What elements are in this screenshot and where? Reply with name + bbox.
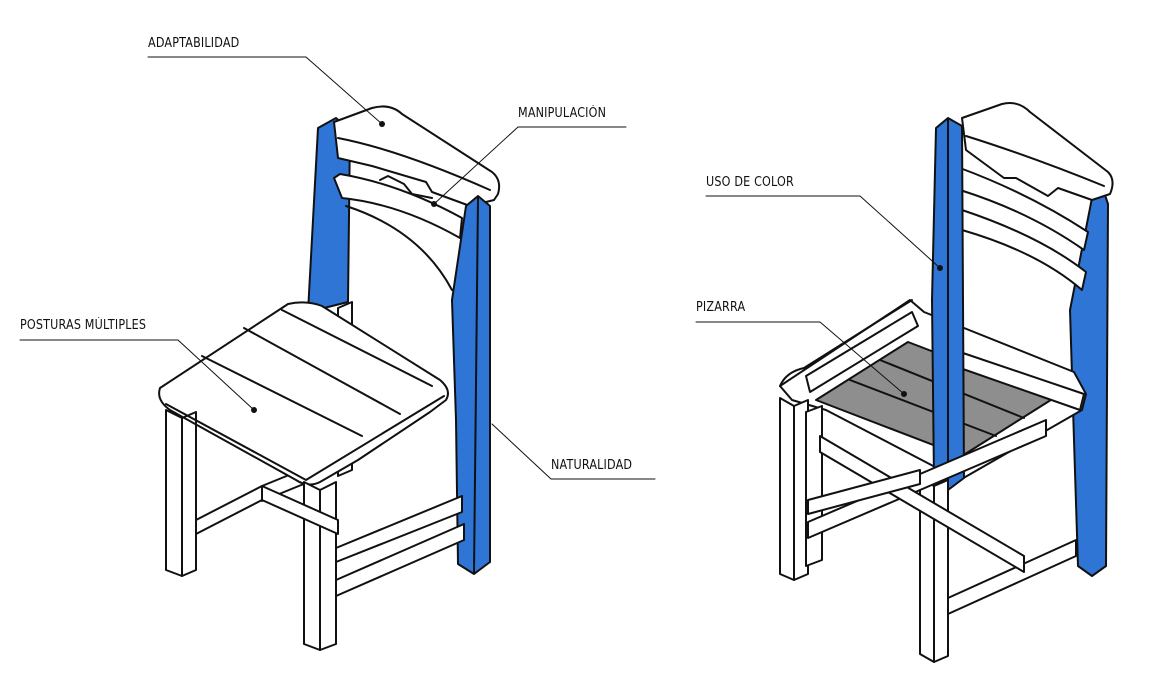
right-chair-top-rail <box>961 102 1114 201</box>
right-chair-lower-stretcher <box>947 539 1077 615</box>
left-chair-seat-slat-line-3 <box>281 309 433 387</box>
leader-dots <box>251 121 943 413</box>
label-uso-de-color: USO DE COLOR <box>706 175 794 190</box>
label-manipulacion: MANIPULACIÓN <box>518 106 607 121</box>
left-chair-lower-back-rail <box>333 173 463 239</box>
left-chair-seat <box>158 301 449 486</box>
right-chair-left-side-stretcher <box>807 469 921 515</box>
leader-uso-de-color <box>705 195 941 269</box>
left-chair-handle-cutout <box>379 175 433 199</box>
right-chair-back-rail-2 <box>961 209 1087 291</box>
left-chair-top-rail <box>333 105 501 207</box>
right-chair-cross-stretcher <box>807 419 1047 539</box>
leader-pizarra <box>695 321 905 395</box>
dot-posturas <box>251 407 257 413</box>
dot-uso-de-color <box>937 265 943 271</box>
right-chair <box>779 102 1114 663</box>
left-chair-left-stretcher <box>195 485 263 535</box>
right-chair-back-rail-1 <box>959 167 1089 251</box>
left-chair-seat-slat-line-1 <box>201 355 363 437</box>
leader-manipulacion <box>433 126 627 205</box>
left-chair-left-post <box>307 117 351 313</box>
label-posturas-multiples: POSTURAS MÚLTIPLES <box>20 318 147 333</box>
label-pizarra: PIZARRA <box>696 300 746 315</box>
leader-naturalidad <box>491 423 656 480</box>
dot-adaptabilidad <box>379 121 385 127</box>
left-chair-side-stretcher <box>261 485 339 535</box>
left-chair-top-rail-edge <box>337 137 491 191</box>
left-chair <box>158 105 501 651</box>
right-chair-front-left-leg <box>793 399 809 581</box>
left-chair-right-post <box>451 195 491 575</box>
dot-pizarra <box>901 391 907 397</box>
label-adaptabilidad: ADAPTABILIDAD <box>148 36 240 51</box>
right-chair-rear-left-leg <box>805 405 823 567</box>
leader-adaptabilidad <box>147 56 383 125</box>
left-chair-front-stretcher-2 <box>335 495 463 563</box>
leader-posturas <box>19 339 255 411</box>
dot-manipulacion <box>431 201 437 207</box>
left-chair-front-left-leg <box>165 409 183 577</box>
left-chair-seat-slat-line-2 <box>243 327 401 415</box>
right-chair-front-seat-rail <box>805 311 919 393</box>
left-chair-front-stretcher <box>335 523 465 597</box>
label-naturalidad: NATURALIDAD <box>551 458 633 473</box>
right-chair-side-stretcher <box>819 435 1025 573</box>
leader-lines <box>19 56 941 480</box>
